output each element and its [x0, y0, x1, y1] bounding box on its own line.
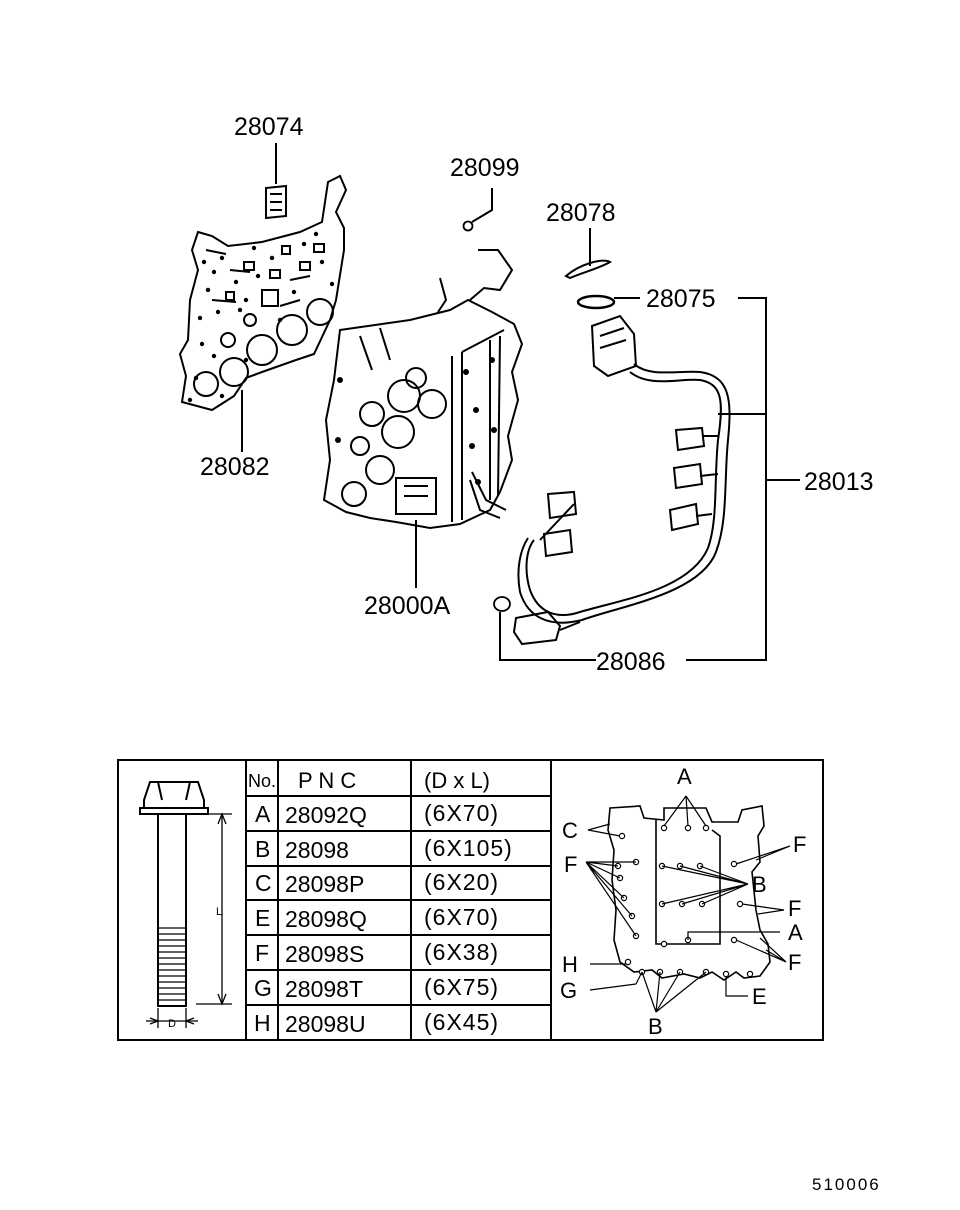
row-e-pnc: 28098Q [285, 906, 367, 932]
bolt-length-label: L [216, 906, 222, 918]
leader-lines [241, 143, 800, 661]
clip-part-illustration [265, 184, 287, 220]
row-g-dxl: (6X75) [424, 974, 499, 1000]
callout-28086: 28086 [596, 648, 666, 676]
location-letter-e: E [752, 984, 767, 1009]
bolt-table-frame [117, 759, 824, 1041]
valve-body-bolt-holes [335, 357, 497, 485]
row-b-no: B [255, 836, 270, 862]
bolt-dimension-lines [146, 812, 232, 1028]
row-g-pnc: 28098T [285, 976, 363, 1002]
bolt-location-map [607, 805, 771, 981]
row-b-dxl: (6X105) [424, 835, 513, 861]
header-no: No. [248, 771, 276, 791]
o-ring-28075-illustration [576, 294, 616, 310]
callout-28099: 28099 [450, 154, 520, 182]
row-f-pnc: 28098S [285, 941, 364, 967]
callout-28075: 28075 [646, 285, 716, 313]
bolt-location-leaders [585, 795, 791, 1013]
bolt-thread-lines [158, 927, 186, 1001]
separator-plate-illustration [178, 174, 348, 412]
location-letter-a-right: A [788, 920, 803, 945]
valve-body-illustration [322, 249, 524, 530]
row-a-dxl: (6X70) [424, 800, 499, 826]
header-pnc: P N C [298, 768, 356, 793]
small-hole-pattern [187, 231, 335, 403]
row-g-no: G [254, 975, 272, 1001]
row-a-no: A [255, 801, 271, 827]
callout-28013: 28013 [804, 468, 874, 496]
row-b-pnc: 28098 [285, 837, 349, 863]
header-dxl: (D x L) [424, 768, 490, 793]
location-letter-c: C [562, 818, 578, 843]
location-letter-f-left: F [564, 852, 577, 877]
snap-ring-28078-illustration [564, 259, 613, 280]
location-letter-f-right2: F [788, 896, 801, 921]
row-h-no: H [254, 1010, 271, 1036]
bolt-illustration [139, 781, 209, 1007]
bolt-location-points [614, 824, 754, 978]
row-e-no: E [255, 905, 270, 931]
row-f-no: F [255, 940, 269, 966]
location-letter-f-right3: F [788, 950, 801, 975]
row-h-dxl: (6X45) [424, 1009, 499, 1035]
row-a-pnc: 28092Q [285, 802, 367, 828]
callout-28078: 28078 [546, 199, 616, 227]
figure-number: 510006 [812, 1175, 881, 1194]
callout-28000a: 28000A [364, 592, 451, 620]
row-f-dxl: (6X38) [424, 939, 499, 965]
callout-28074: 28074 [234, 113, 304, 141]
callout-28082: 28082 [200, 453, 270, 481]
bolt-diameter-label: D [168, 1018, 176, 1030]
row-h-pnc: 28098U [285, 1011, 366, 1037]
o-ring-28086-illustration [493, 596, 511, 612]
location-letter-g: G [560, 978, 577, 1003]
location-letter-b-bottom: B [648, 1014, 663, 1039]
location-letter-b-right: B [752, 872, 767, 897]
wiring-harness-illustration [512, 314, 731, 646]
o-ring-28099-illustration [462, 220, 474, 232]
location-letter-f-right1: F [793, 832, 806, 857]
row-e-dxl: (6X70) [424, 904, 499, 930]
row-c-dxl: (6X20) [424, 869, 499, 895]
row-c-no: C [255, 870, 272, 896]
location-letter-a-top: A [677, 764, 692, 789]
location-letter-h: H [562, 952, 578, 977]
row-c-pnc: 28098P [285, 871, 364, 897]
